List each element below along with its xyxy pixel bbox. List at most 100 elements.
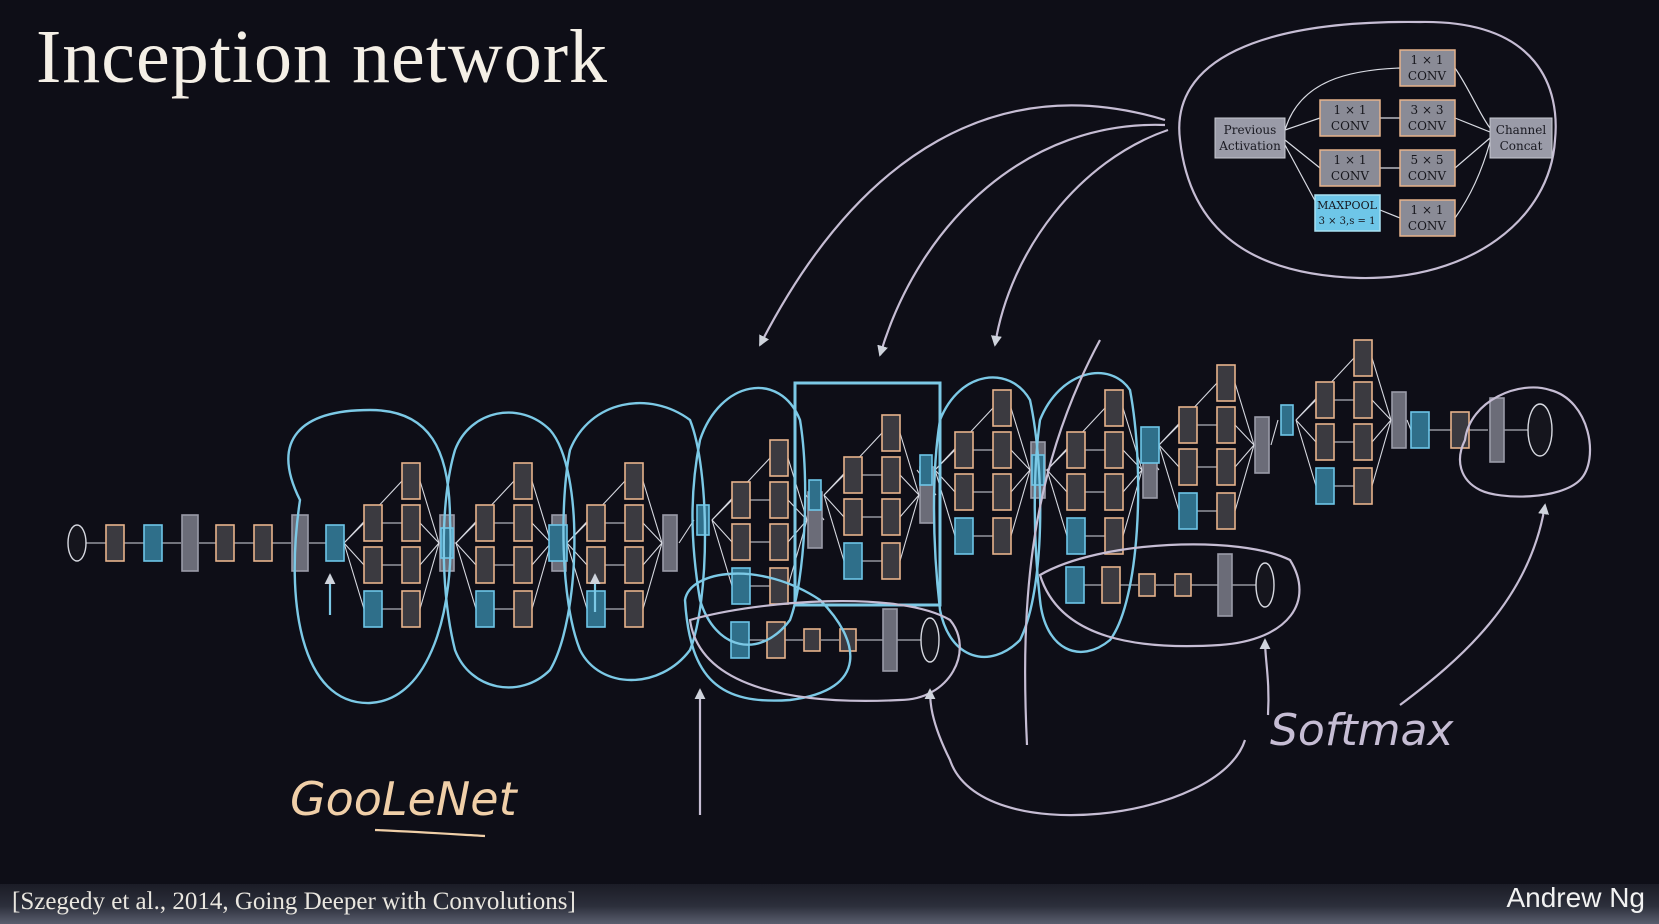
aux-classifier-1-fc bbox=[882, 608, 898, 672]
module-9-branch4-pool bbox=[1315, 467, 1335, 505]
maxpool-8 bbox=[1140, 426, 1160, 464]
module-7-branch1-conv bbox=[1104, 389, 1124, 427]
module-outlines bbox=[287, 372, 1140, 705]
edge bbox=[711, 499, 733, 521]
arrow-to-module-2 bbox=[877, 123, 1166, 357]
edge bbox=[1295, 399, 1317, 421]
module-outline-6 bbox=[1033, 372, 1140, 654]
module-2-branch3-conv bbox=[513, 546, 533, 584]
module-7-branch2-reduce bbox=[1066, 431, 1086, 469]
edge bbox=[642, 542, 663, 610]
module-1-branch4-conv bbox=[401, 590, 421, 628]
module-2-branch2-conv bbox=[513, 504, 533, 542]
edge bbox=[419, 542, 440, 566]
edge bbox=[1010, 407, 1031, 471]
aux-classifier-2-fc2 bbox=[1174, 573, 1192, 597]
aux-classifier-2-softmax bbox=[1255, 562, 1275, 608]
edge bbox=[1371, 357, 1392, 421]
module-2-branch4-conv bbox=[513, 590, 533, 628]
edge bbox=[419, 480, 440, 544]
module-9-branch2-conv bbox=[1353, 381, 1373, 419]
module-5-branch1-conv bbox=[881, 414, 901, 452]
module-1-branch4-pool bbox=[363, 590, 383, 628]
module-4-branch2-reduce bbox=[731, 481, 751, 519]
module-1-branch1-conv bbox=[401, 462, 421, 500]
edge bbox=[1371, 399, 1392, 421]
input-node bbox=[67, 524, 87, 562]
edge bbox=[1158, 444, 1180, 512]
module-3-branch1-conv bbox=[624, 462, 644, 500]
softmax-output bbox=[1527, 403, 1553, 457]
softmax-label: Softmax bbox=[1270, 705, 1454, 756]
module-7-branch4-pool bbox=[1066, 517, 1086, 555]
edge bbox=[455, 542, 477, 566]
softmax-arrow-right bbox=[1399, 503, 1549, 706]
edge bbox=[1270, 419, 1279, 446]
inset-branch3-conv1-l2: CONV bbox=[1331, 169, 1370, 183]
module-2-branch4-pool bbox=[475, 590, 495, 628]
module-6-branch2-conv bbox=[992, 431, 1012, 469]
inset-channel-concat bbox=[1489, 117, 1553, 159]
head-layer-1 bbox=[1410, 411, 1430, 449]
inset-branch4-pool bbox=[1314, 194, 1381, 232]
module-5-branch3-conv bbox=[881, 498, 901, 536]
inset-branch4-pool-l2: 3 × 3,s = 1 bbox=[1319, 216, 1376, 227]
edge bbox=[1371, 419, 1392, 487]
footer-bar bbox=[0, 884, 1659, 924]
inset-edges bbox=[1284, 67, 1491, 219]
network-nodes bbox=[67, 339, 1553, 672]
stem-layer-2 bbox=[143, 524, 163, 562]
inset-branch1-conv bbox=[1399, 49, 1456, 87]
author-name: Andrew Ng bbox=[1506, 882, 1645, 913]
module-8-branch2-conv bbox=[1216, 406, 1236, 444]
edge bbox=[1046, 469, 1068, 493]
inset-previous-activation bbox=[1214, 117, 1286, 159]
inset-branch4-conv-l1: 1 × 1 bbox=[1411, 203, 1444, 217]
module-3-branch2-reduce bbox=[586, 504, 606, 542]
module-outline-4 bbox=[691, 386, 807, 646]
module-outline-2 bbox=[442, 411, 576, 689]
edge bbox=[1158, 424, 1180, 446]
module-8-branch4-conv bbox=[1216, 492, 1236, 530]
edge bbox=[642, 542, 663, 566]
aux-softmax-outline-2 bbox=[1038, 543, 1301, 648]
aux-classifier-1-fc1 bbox=[803, 628, 821, 652]
module-1-branch2-conv bbox=[401, 504, 421, 542]
module-8-branch1-conv bbox=[1216, 364, 1236, 402]
edge bbox=[1158, 444, 1180, 468]
aux-classifier-2-fc1 bbox=[1138, 573, 1156, 597]
module-8-branch3-reduce bbox=[1178, 448, 1198, 486]
edge bbox=[934, 469, 956, 493]
module-6-branch4-pool bbox=[954, 517, 974, 555]
inset-branch2-conv1-l1: 1 × 1 bbox=[1334, 103, 1367, 117]
slide-title: Inception network bbox=[36, 15, 609, 99]
arrow-to-module-3 bbox=[991, 128, 1169, 347]
edge bbox=[899, 432, 920, 496]
softmax-arrow-left bbox=[924, 688, 1247, 817]
edge bbox=[1046, 469, 1068, 537]
module-outline-3 bbox=[562, 401, 707, 682]
edge bbox=[934, 469, 956, 537]
edge bbox=[531, 522, 552, 544]
edge bbox=[642, 522, 663, 544]
module-outline-5 bbox=[932, 376, 1042, 658]
edge bbox=[899, 474, 920, 496]
module-5-branch2-conv bbox=[881, 456, 901, 494]
inception-module-inset: Previous Activation 1 × 1 CONV 1 × 1 CON… bbox=[1214, 49, 1553, 237]
module-7-branch4-conv bbox=[1104, 517, 1124, 555]
inset-previous-activation-l1: Previous bbox=[1224, 123, 1277, 137]
module-1-branch3-reduce bbox=[363, 546, 383, 584]
module-7-branch3-reduce bbox=[1066, 473, 1086, 511]
module-9-branch3-conv bbox=[1353, 423, 1373, 461]
module-9-branch2-reduce bbox=[1315, 381, 1335, 419]
module-8-branch4-pool bbox=[1178, 492, 1198, 530]
edge bbox=[1010, 469, 1031, 537]
edge bbox=[343, 542, 365, 610]
arrow-to-module-1 bbox=[759, 104, 1166, 347]
lilac-ink bbox=[374, 20, 1592, 838]
inset-outline bbox=[1178, 20, 1557, 280]
stem-layer-3 bbox=[181, 514, 199, 572]
module-5-branch4-conv bbox=[881, 542, 901, 580]
edge bbox=[566, 542, 588, 610]
aux-softmax-outline-1 bbox=[688, 599, 961, 702]
